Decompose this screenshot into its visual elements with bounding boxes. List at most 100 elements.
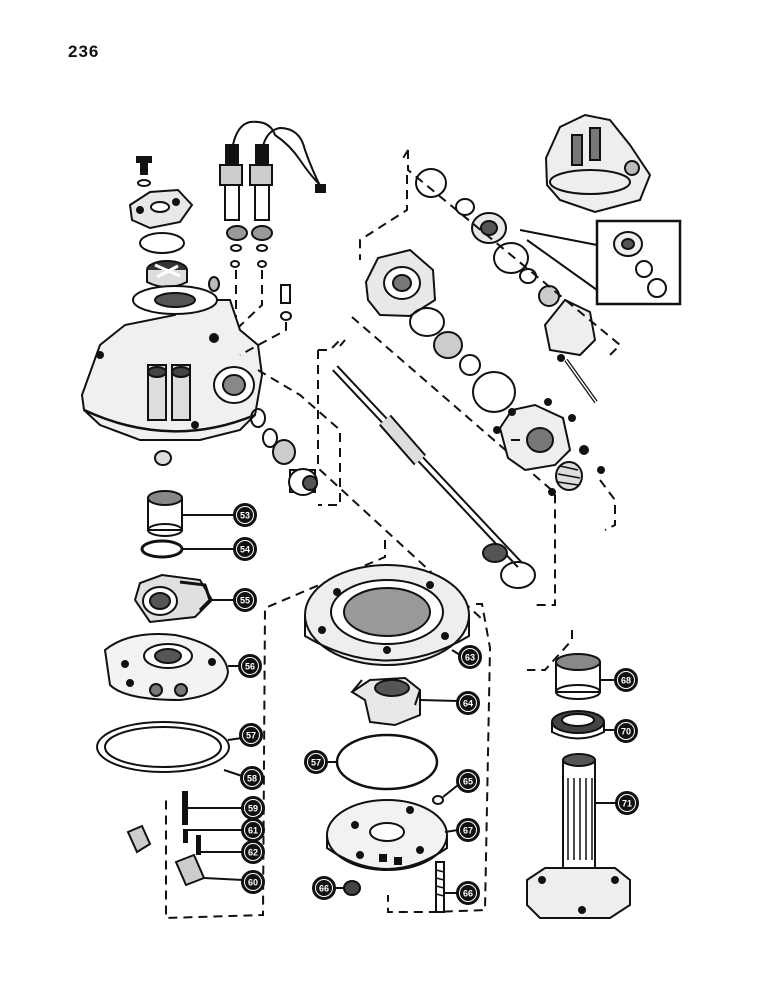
- o-ring-65: [432, 795, 444, 805]
- callout-inner-ring: [236, 591, 254, 609]
- page-number: 236: [68, 42, 100, 61]
- callout-circle: [239, 723, 263, 747]
- callout-inner-ring: [459, 694, 477, 712]
- output-shaft-71: [526, 753, 631, 919]
- callout-label: 55: [240, 596, 250, 606]
- carrier-plate-56: [103, 633, 230, 702]
- o-ring-57-center: [335, 733, 439, 791]
- stud-66: [435, 861, 445, 913]
- callout-circle: [240, 766, 264, 790]
- callout-inner-ring: [461, 648, 479, 666]
- callout-inner-ring: [244, 843, 262, 861]
- seal-70: [551, 710, 605, 740]
- callout-54: 54: [233, 537, 257, 561]
- callout-label: 57: [311, 758, 321, 768]
- callout-inner-ring: [618, 794, 636, 812]
- callout-57a: 57: [239, 723, 263, 747]
- callout-circle: [241, 870, 265, 894]
- callout-60: 60: [241, 870, 265, 894]
- callout-55: 55: [233, 588, 257, 612]
- callout-66a: 66: [312, 876, 336, 900]
- callout-inner-ring: [617, 671, 635, 689]
- inset-seal-detail: [519, 219, 682, 306]
- callout-71: 71: [615, 791, 639, 815]
- callout-inner-ring: [244, 821, 262, 839]
- callout-circle: [304, 750, 328, 774]
- callout-circle: [456, 691, 480, 715]
- callout-circle: [456, 881, 480, 905]
- callout-inner-ring: [243, 769, 261, 787]
- callout-label: 62: [248, 848, 258, 858]
- reference-assembly-view: [544, 113, 652, 214]
- bevel-gear-55: [133, 573, 214, 624]
- input-shaft: [332, 339, 536, 589]
- callout-inner-ring: [242, 726, 260, 744]
- callout-68: 68: [614, 668, 638, 692]
- callout-label: 71: [622, 799, 632, 809]
- callout-label: 70: [621, 727, 631, 737]
- callout-circle: [233, 537, 257, 561]
- callout-inner-ring: [459, 772, 477, 790]
- main-housing: [80, 276, 292, 441]
- plug-66: [343, 880, 361, 896]
- callout-56: 56: [238, 654, 262, 678]
- callout-67: 67: [456, 818, 480, 842]
- side-bearing-stack: [250, 408, 318, 496]
- gasket-57-58: [96, 721, 230, 773]
- callout-circle: [458, 645, 482, 669]
- callout-inner-ring: [459, 821, 477, 839]
- callout-label: 63: [465, 653, 475, 663]
- housing-plug: [154, 450, 172, 466]
- callout-53: 53: [233, 503, 257, 527]
- callout-label: 53: [240, 511, 250, 521]
- bearing-68: [555, 653, 601, 700]
- callout-inner-ring: [244, 873, 262, 891]
- ring-gear-63: [304, 564, 470, 666]
- callout-circle: [312, 876, 336, 900]
- top-cover-assembly: [128, 156, 194, 288]
- callout-label: 67: [463, 826, 473, 836]
- callout-59: 59: [241, 796, 265, 820]
- callout-circle: [238, 654, 262, 678]
- callout-inner-ring: [617, 722, 635, 740]
- bearing-53: [147, 490, 183, 537]
- flange-assembly-center: [364, 248, 516, 413]
- cover-67: [326, 799, 448, 871]
- callout-inner-ring: [315, 879, 333, 897]
- callout-64: 64: [456, 691, 480, 715]
- callout-inner-ring: [307, 753, 325, 771]
- callout-circle: [456, 818, 480, 842]
- callout-label: 66: [319, 884, 329, 894]
- callout-70: 70: [614, 719, 638, 743]
- callout-circle: [233, 588, 257, 612]
- callout-inner-ring: [241, 657, 259, 675]
- right-flange-assembly: [493, 398, 605, 496]
- sender-units: [219, 120, 326, 268]
- callout-circle: [614, 719, 638, 743]
- callout-inner-ring: [244, 799, 262, 817]
- callout-inner-ring: [236, 540, 254, 558]
- yoke-64: [350, 676, 421, 727]
- callout-label: 68: [621, 676, 631, 686]
- callout-label: 57: [246, 731, 256, 741]
- callout-circle: [456, 769, 480, 793]
- callout-circle: [615, 791, 639, 815]
- callout-label: 56: [245, 662, 255, 672]
- callout-circle: [233, 503, 257, 527]
- callout-label: 65: [463, 777, 473, 787]
- callout-65: 65: [456, 769, 480, 793]
- callout-label: 54: [240, 545, 250, 555]
- callout-label: 58: [247, 774, 257, 784]
- callout-circle: [614, 668, 638, 692]
- callout-inner-ring: [236, 506, 254, 524]
- callout-57b: 57: [304, 750, 328, 774]
- callout-label: 64: [463, 699, 473, 709]
- shoes-60: [126, 824, 206, 887]
- callout-58: 58: [240, 766, 264, 790]
- callout-66b: 66: [456, 881, 480, 905]
- callout-circle: [241, 840, 265, 864]
- callout-63: 63: [458, 645, 482, 669]
- callout-61: 61: [241, 818, 265, 842]
- callout-label: 60: [248, 878, 258, 888]
